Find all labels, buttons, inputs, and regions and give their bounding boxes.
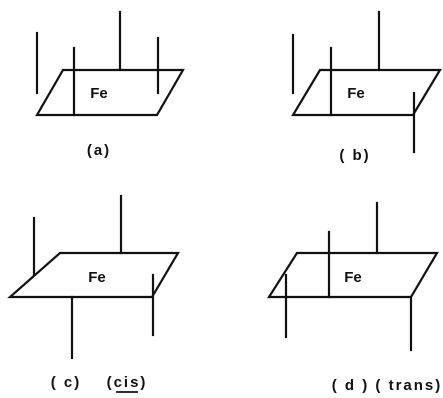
porphyrin-plane	[291, 68, 442, 117]
panel-d: Fe ( d ) ( trans)	[266, 201, 443, 394]
cis-label: (cis)	[107, 374, 148, 391]
fe-atom-label: Fe	[88, 269, 106, 286]
porphyrin-plane	[35, 68, 185, 117]
fe-atom-label: Fe	[347, 85, 365, 102]
panel-caption-b: ( b)	[339, 147, 370, 164]
panel-c: Fe ( c) (cis)	[7, 194, 180, 393]
panel-b: Fe ( b)	[291, 10, 442, 164]
panel-a: Fe (a)	[35, 10, 185, 159]
fe-atom-label: Fe	[90, 85, 108, 102]
fe-atom-label: Fe	[344, 269, 362, 286]
panel-caption-d: ( d ) ( trans)	[332, 377, 443, 394]
panel-caption-c: ( c)	[51, 374, 82, 391]
panel-caption-a: (a)	[87, 142, 111, 159]
